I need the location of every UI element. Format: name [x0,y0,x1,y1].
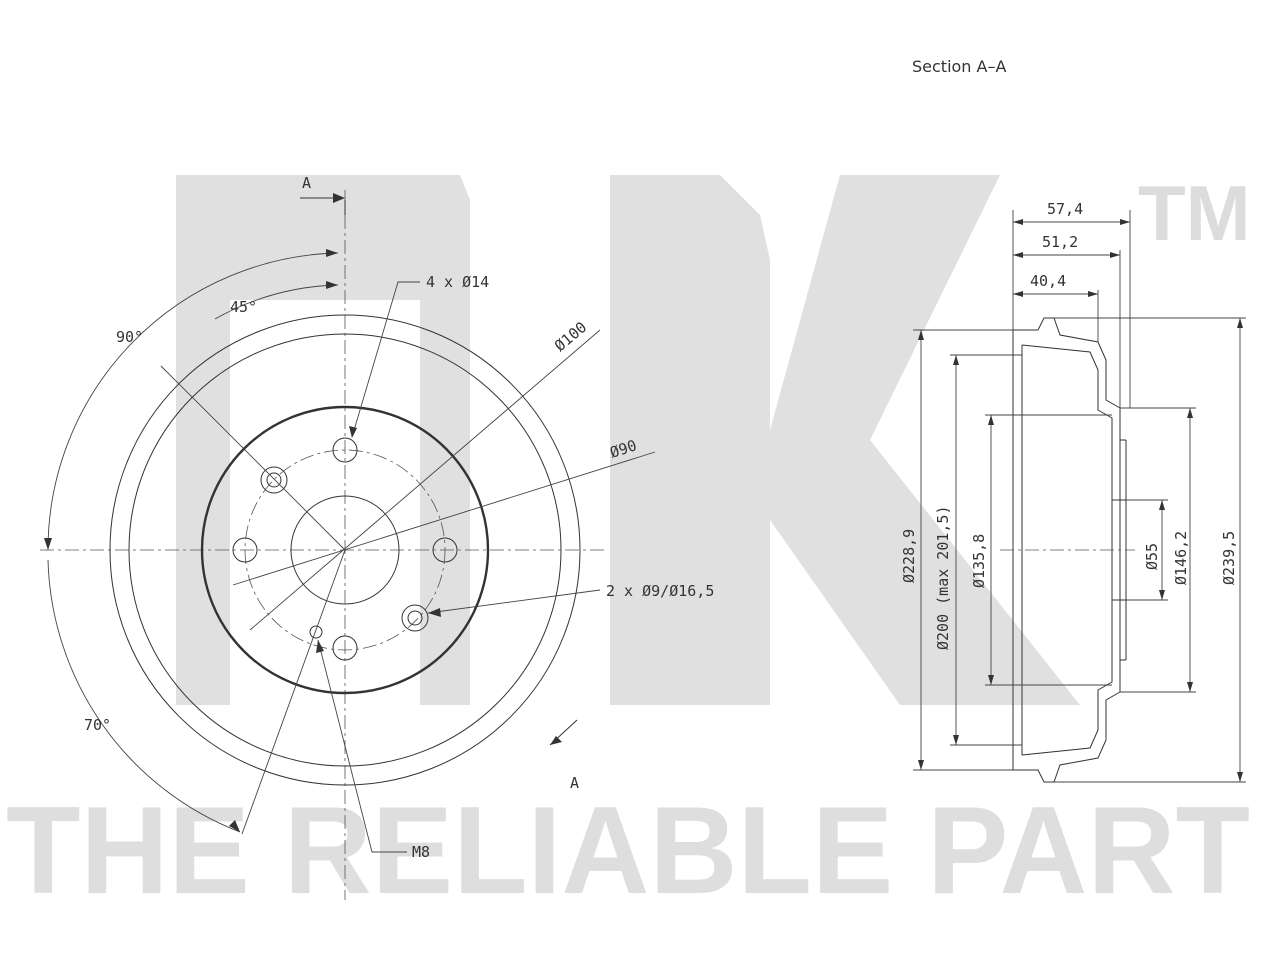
drum-rim [128,333,562,767]
center-bore [290,495,400,605]
label-bolt-holes: 4 x Ø14 [426,273,489,291]
front-view: A A 4 x Ø14 Ø100 Ø90 45° 90° 70° 2 x Ø9/… [40,174,714,900]
hub-face [200,405,490,695]
nk-logo-shape [176,175,470,705]
section-title: Section A–A [912,57,1006,76]
m8-thread-hole [309,625,323,639]
label-fixing-holes: 2 x Ø9/Ø16,5 [606,582,714,600]
label-angle-90: 90° [116,328,143,346]
label-flange-diameter: Ø146,2 [1172,531,1190,585]
fixing-hole-lower-inner [407,610,423,626]
nk-logo-shape-k [610,175,1080,705]
fixing-hole-upper-outer [260,466,288,494]
label-hub-diameter: Ø55 [1143,543,1161,570]
label-angle-45: 45° [230,298,257,316]
label-depth-3: 40,4 [1030,272,1066,290]
section-marker-top: A [302,174,311,192]
drum-outer-edge [109,314,581,786]
bolt-hole-right [432,537,458,563]
label-overall-diameter: Ø239,5 [1220,531,1238,585]
bolt-hole-bottom [332,635,358,661]
bolt-hole-top [332,437,358,463]
pcd-circle [244,449,446,651]
label-depth-2: 51,2 [1042,233,1078,251]
bolt-hole-left [232,537,258,563]
label-outer-drum-diameter: Ø228,9 [900,529,918,583]
label-angle-70: 70° [84,716,111,734]
label-pcd: Ø100 [551,318,590,355]
label-depth-1: 57,4 [1047,200,1083,218]
nk-logo-watermark: TM [176,169,1251,705]
fixing-hole-lower-outer [401,604,429,632]
label-braking-diameter: Ø200 (max 201,5) [934,506,952,651]
section-view: 57,4 51,2 40,4 Ø228,9 Ø200 (max 201,5) Ø… [900,200,1246,783]
label-thread: M8 [412,843,430,861]
tagline-watermark: THE RELIABLE PART [6,782,1250,920]
section-marker-bottom: A [570,774,579,792]
label-inner-diameter: Ø135,8 [970,534,988,588]
trademark-symbol: TM [1138,169,1251,257]
fixing-hole-upper-inner [266,472,282,488]
